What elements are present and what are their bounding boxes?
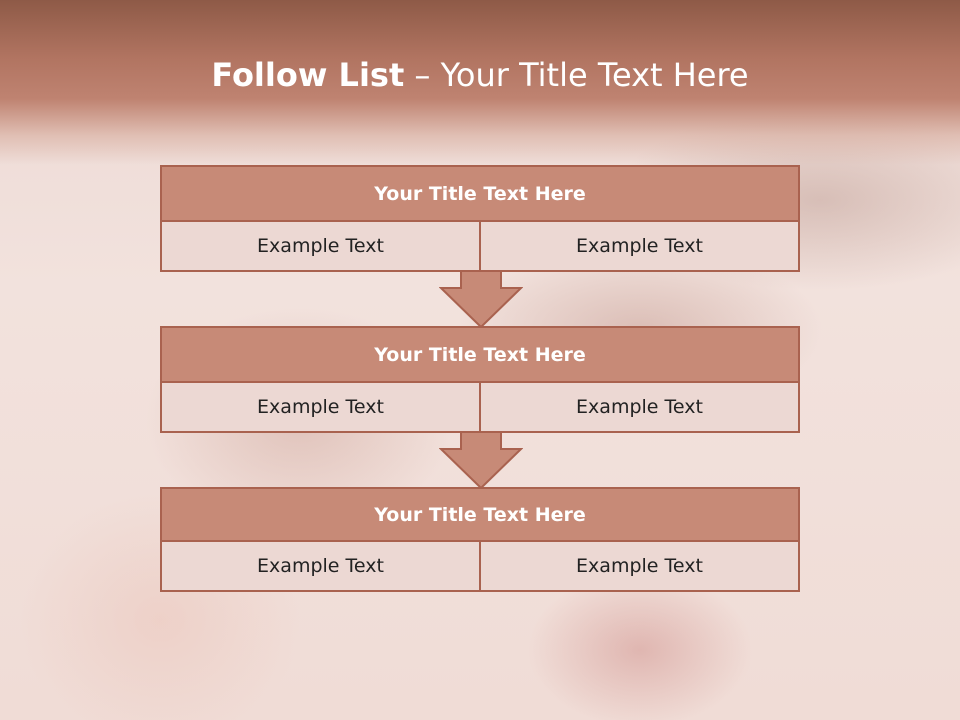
block-cell-left[interactable]: Example Text	[160, 383, 481, 433]
block-title[interactable]: Your Title Text Here	[160, 326, 800, 383]
down-arrow-icon	[439, 270, 523, 328]
flow-block-1: Your Title Text Here Example Text Exampl…	[160, 165, 800, 272]
block-cell-left[interactable]: Example Text	[160, 542, 481, 592]
down-arrow-icon	[439, 431, 523, 489]
title-band	[0, 0, 960, 165]
block-cell-right[interactable]: Example Text	[481, 222, 800, 272]
block-cell-right[interactable]: Example Text	[481, 383, 800, 433]
slide-title-bold: Follow List	[211, 56, 405, 94]
block-row: Example Text Example Text	[160, 222, 800, 272]
slide-title: Follow List – Your Title Text Here	[0, 56, 960, 94]
block-title[interactable]: Your Title Text Here	[160, 165, 800, 222]
block-title[interactable]: Your Title Text Here	[160, 487, 800, 542]
block-row: Example Text Example Text	[160, 383, 800, 433]
slide-title-rest: – Your Title Text Here	[404, 56, 749, 94]
flow-block-3: Your Title Text Here Example Text Exampl…	[160, 487, 800, 592]
block-row: Example Text Example Text	[160, 542, 800, 592]
flow-block-2: Your Title Text Here Example Text Exampl…	[160, 326, 800, 433]
block-cell-left[interactable]: Example Text	[160, 222, 481, 272]
block-cell-right[interactable]: Example Text	[481, 542, 800, 592]
